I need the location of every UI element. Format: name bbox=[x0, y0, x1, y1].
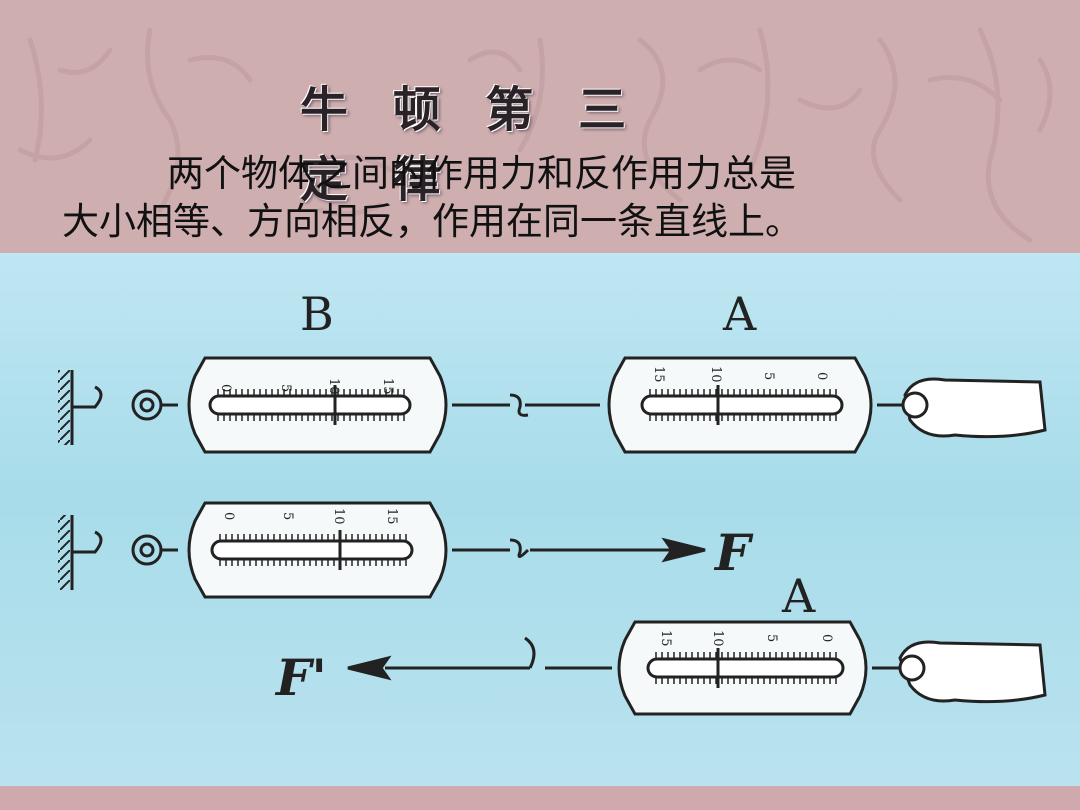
tick-15: 15 bbox=[384, 508, 399, 525]
law-statement: 两个物体之间的作用力和反作用力总是 大小相等、方向相反，作用在同一条直线上。 bbox=[62, 150, 1022, 246]
row-1-wall-mount bbox=[58, 370, 178, 445]
label-a-top: A bbox=[722, 287, 757, 341]
label-a-bottom: A bbox=[781, 569, 816, 623]
label-b: B bbox=[300, 287, 334, 341]
spring-scale-b bbox=[187, 356, 600, 454]
tick-0: 0 bbox=[814, 372, 829, 380]
tick-5: 5 bbox=[764, 634, 779, 642]
calligraphy-background bbox=[17, 27, 1053, 243]
tick-0: 0 bbox=[218, 384, 233, 392]
force-f-label: F bbox=[713, 523, 754, 582]
force-f-prime-label: F' bbox=[274, 648, 327, 707]
tick-5: 5 bbox=[278, 384, 293, 392]
tick-5: 5 bbox=[280, 512, 295, 520]
force-f-prime-arrow bbox=[347, 636, 612, 681]
tick-10: 10 bbox=[708, 366, 723, 383]
hand-bottom bbox=[898, 640, 1047, 704]
slide-title: 牛 顿 第 三 定 律 bbox=[300, 82, 641, 208]
scale-a-top-ticks: 15 10 5 0 bbox=[651, 366, 829, 383]
statement-line-2: 大小相等、方向相反，作用在同一条直线上。 bbox=[62, 200, 802, 243]
tick-5: 5 bbox=[761, 372, 776, 380]
force-f-arrow bbox=[530, 537, 706, 563]
hand-top bbox=[901, 377, 1047, 439]
scale-b-row-2-ticks: 0 5 10 15 bbox=[221, 508, 399, 525]
tick-10: 10 bbox=[331, 508, 346, 525]
tick-10: 10 bbox=[710, 630, 725, 647]
diagram-panel bbox=[0, 253, 1080, 786]
row-2-wall-mount bbox=[58, 515, 178, 590]
scale-a-bottom-ticks: 15 10 5 0 bbox=[658, 630, 834, 647]
tick-15: 15 bbox=[658, 630, 673, 647]
scale-gradations bbox=[217, 389, 837, 684]
tick-15: 15 bbox=[651, 366, 666, 383]
spring-scale-b-row-2 bbox=[187, 501, 530, 599]
bottom-strip bbox=[0, 786, 1080, 810]
tick-0: 0 bbox=[221, 512, 236, 520]
statement-line-1: 两个物体之间的作用力和反作用力总是 bbox=[167, 152, 796, 195]
tick-0: 0 bbox=[819, 634, 834, 642]
spring-scale-a-top bbox=[607, 356, 905, 454]
